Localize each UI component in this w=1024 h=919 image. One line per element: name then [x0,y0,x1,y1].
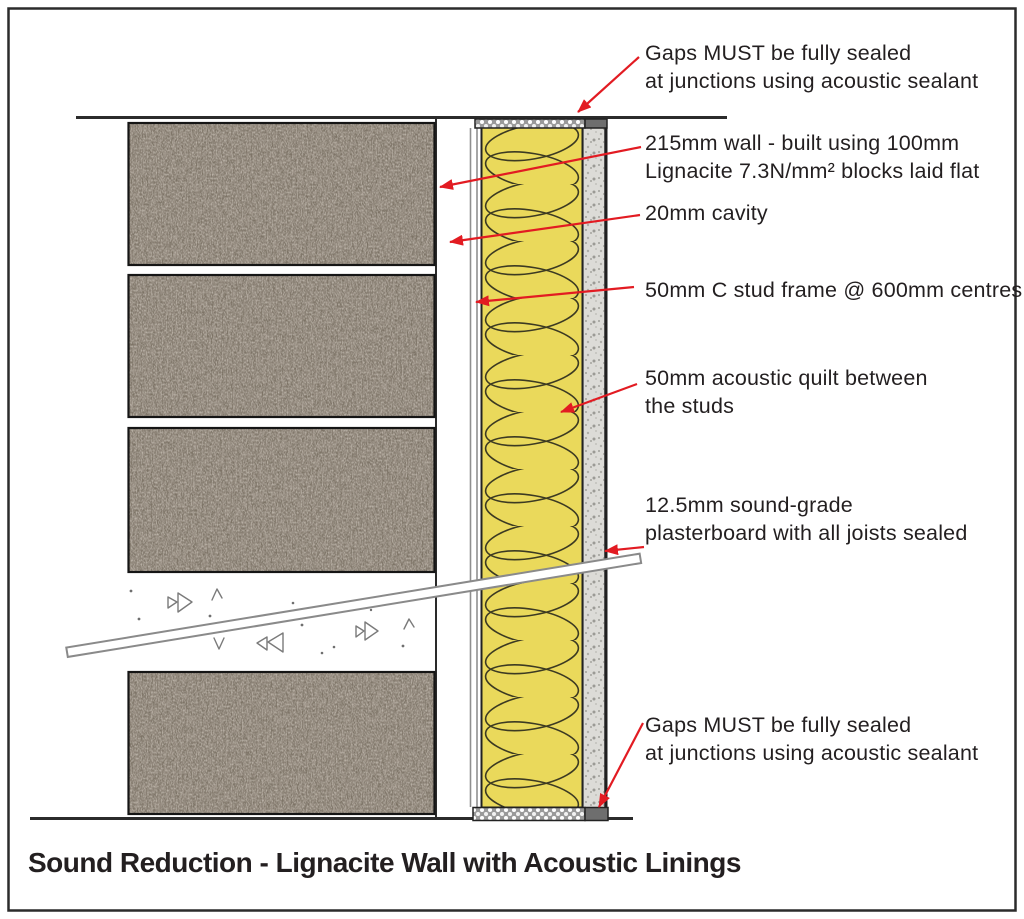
annotation-plasterboard-line1: 12.5mm sound-grade [645,493,853,517]
annotation-bottom-seal-line1: Gaps MUST be fully sealed [645,713,911,737]
masonry-block [128,428,435,572]
leader-quilt [560,382,638,414]
annotation-stud-frame-line1: 50mm C stud frame @ 600mm centres [645,278,1022,302]
annotation-cavity-line1: 20mm cavity [645,201,768,225]
annotation-plasterboard: 12.5mm sound-grade plasterboard with all… [645,493,968,545]
masonry-block [128,672,435,814]
annotation-top-seal: Gaps MUST be fully sealed at junctions u… [645,41,978,93]
annotation-cavity: 20mm cavity [645,201,768,225]
bottom-sealant-strip [472,806,609,822]
annotation-top-seal-line1: Gaps MUST be fully sealed [645,41,911,65]
plasterboard [583,119,608,820]
leader-cavity [449,213,641,246]
annotation-top-seal-line2: at junctions using acoustic sealant [645,69,978,93]
annotation-wall-line2: Lignacite 7.3N/mm² blocks laid flat [645,159,979,183]
annotation-bottom-seal: Gaps MUST be fully sealed at junctions u… [645,713,978,765]
annotation-quilt-line1: 50mm acoustic quilt between [645,366,928,390]
figure-border [7,7,1017,912]
masonry-wall [127,121,436,816]
annotations: Gaps MUST be fully sealed at junctions u… [645,41,1022,765]
diagram-title: Sound Reduction - Lignacite Wall with Ac… [28,847,741,878]
annotation-quilt-line2: the studs [645,394,734,418]
annotation-wall-line1: 215mm wall - built using 100mm [645,131,959,155]
annotation-plasterboard-line2: plasterboard with all joists sealed [645,521,968,545]
leader-arrows [439,56,645,808]
leader-wall [439,145,642,190]
masonry-block [128,123,435,265]
leader-stud-frame [475,285,635,307]
leader-bottom-seal [598,722,644,808]
masonry-block-border [127,273,436,419]
masonry-block-border [127,670,436,816]
annotation-bottom-seal-line2: at junctions using acoustic sealant [645,741,978,765]
annotation-quilt: 50mm acoustic quilt between the studs [645,366,928,418]
leader-top-seal [577,56,640,113]
masonry-block-border [127,426,436,574]
annotation-wall: 215mm wall - built using 100mm Lignacite… [645,131,979,183]
cavity-debris-symbols [129,588,415,655]
leader-plasterboard [604,544,645,556]
masonry-block [128,275,435,417]
joist [65,552,643,659]
top-sealant-strip [474,118,608,129]
masonry-block-border [127,121,436,267]
acoustic-quilt [480,126,584,809]
annotation-stud-frame: 50mm C stud frame @ 600mm centres [645,278,1022,302]
